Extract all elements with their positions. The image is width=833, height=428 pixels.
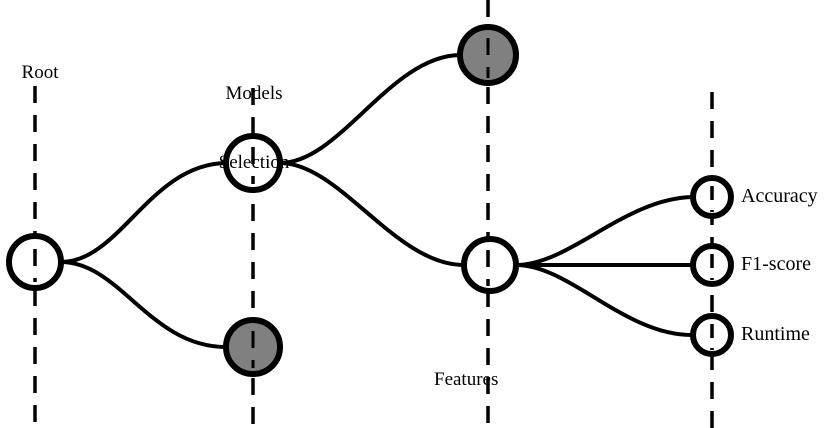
- edge-features-to-runtime: [514, 263, 695, 338]
- nodes: [6, 24, 734, 377]
- edge-models-to-features-pruned: [278, 53, 462, 165]
- edge-root-to-models-selected: [59, 161, 228, 264]
- leaf-label-f1-score: F1-score: [741, 253, 811, 275]
- node-features-selection-selected[interactable]: [461, 236, 519, 294]
- stage-label-features-selection: Features Selection: [434, 322, 546, 428]
- edges: [59, 53, 695, 349]
- stage-label-models-selection-line1: Models: [225, 83, 283, 104]
- leaf-label-runtime: Runtime: [741, 323, 810, 345]
- leaf-label-accuracy: Accuracy: [741, 185, 818, 207]
- stage-label-models-selection-line2: Selection: [218, 152, 290, 173]
- stage-label-models-selection: Models Selection: [198, 36, 310, 220]
- stage-label-features-selection-line1: Features: [434, 369, 499, 390]
- edge-models-to-features-selected: [278, 161, 466, 267]
- edge-features-to-accuracy: [514, 195, 695, 267]
- stage-label-root: Root: [21, 62, 59, 83]
- edge-root-to-models-pruned: [59, 260, 228, 349]
- axis-dash-overlays: [33, 32, 714, 368]
